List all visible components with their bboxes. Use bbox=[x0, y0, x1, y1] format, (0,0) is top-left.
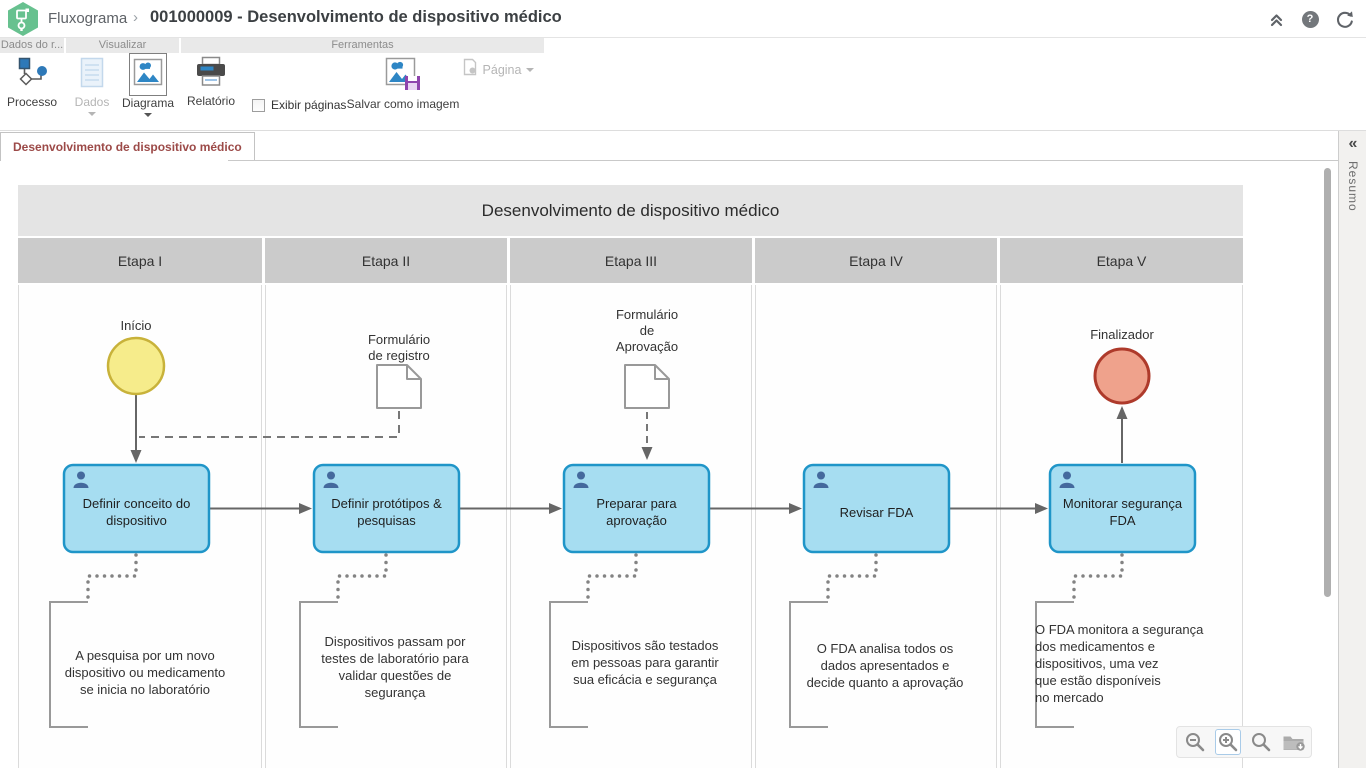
task1-label[interactable]: Definir conceito dodispositivo bbox=[66, 483, 207, 541]
rail-resumo-label[interactable]: Resumo bbox=[1346, 161, 1360, 212]
annotation-1: A pesquisa por um novo dispositivo ou me… bbox=[45, 647, 245, 698]
tab-strip: Desenvolvimento de dispositivo médico bbox=[0, 132, 1338, 161]
relatorio-label: Relatório bbox=[181, 94, 241, 108]
ribbon-group-dados-do-r: Dados do r... bbox=[0, 38, 64, 53]
processo-label: Processo bbox=[2, 95, 62, 109]
expand-panel-icon[interactable]: « bbox=[1339, 135, 1366, 153]
page-gear-icon bbox=[462, 58, 478, 81]
app-header: Fluxograma › 001000009 - Desenvolvimento… bbox=[0, 0, 1366, 38]
dropdown-caret-icon bbox=[526, 68, 534, 72]
summary-rail: « Resumo bbox=[1338, 131, 1366, 768]
processo-button[interactable]: Processo bbox=[2, 56, 62, 109]
dados-label: Dados bbox=[70, 95, 114, 109]
zoom-toolbar bbox=[1176, 726, 1312, 758]
pagina-button: Página bbox=[455, 58, 541, 81]
dados-button: Dados bbox=[70, 56, 114, 116]
dropdown-caret-icon bbox=[144, 113, 152, 117]
ribbon-group-ferramentas: Ferramentas bbox=[181, 38, 544, 53]
end-label: Finalizador bbox=[1032, 327, 1212, 343]
printer-icon bbox=[194, 76, 228, 93]
relatorio-button[interactable]: Relatório bbox=[181, 56, 241, 108]
task2-label[interactable]: Definir protótipos &pesquisas bbox=[316, 483, 457, 541]
start-label: Início bbox=[46, 318, 226, 334]
help-glyph: ? bbox=[1302, 11, 1319, 28]
flowchart: Desenvolvimento de dispositivo médico Et… bbox=[18, 185, 1243, 768]
annotation-4: O FDA analisa todos os dados apresentado… bbox=[785, 640, 985, 691]
doc2-label: Formulário de Aprovação bbox=[557, 307, 737, 355]
breadcrumb-separator-icon: › bbox=[133, 9, 138, 26]
app-logo-icon bbox=[8, 2, 38, 36]
tab-desenvolvimento[interactable]: Desenvolvimento de dispositivo médico bbox=[0, 132, 255, 161]
task5-label[interactable]: Monitorar segurançaFDA bbox=[1052, 483, 1193, 541]
help-icon[interactable]: ? bbox=[1300, 9, 1320, 29]
dropdown-caret-icon bbox=[88, 112, 96, 116]
exibir-paginas-checkbox[interactable]: Exibir páginas bbox=[252, 98, 346, 112]
zoom-icon[interactable] bbox=[1248, 729, 1274, 755]
salvar-label: Salvar como imagem bbox=[343, 97, 463, 111]
page-title: 001000009 - Desenvolvimento de dispositi… bbox=[150, 8, 562, 27]
tab-label: Desenvolvimento de dispositivo médico bbox=[13, 140, 242, 154]
doc1-label: Formulário de registro bbox=[309, 332, 489, 364]
open-folder-icon[interactable] bbox=[1281, 729, 1307, 755]
annotation-2: Dispositivos passam por testes de labora… bbox=[295, 633, 495, 701]
lane-header-etapa-1: Etapa I bbox=[18, 238, 262, 283]
salvar-como-imagem-button[interactable]: Salvar como imagem bbox=[343, 56, 463, 111]
process-flowchart-icon bbox=[16, 77, 48, 94]
ribbon: Dados do r... Visualizar Ferramentas Pro… bbox=[0, 38, 1366, 131]
exibir-paginas-label: Exibir páginas bbox=[271, 98, 346, 112]
image-diagram-icon bbox=[129, 53, 167, 96]
annotation-5: O FDA monitora a segurança dos medicamen… bbox=[1035, 621, 1245, 706]
lane-header-etapa-3: Etapa III bbox=[510, 238, 752, 283]
vertical-scrollbar-thumb[interactable] bbox=[1324, 168, 1331, 597]
ribbon-group-visualizar: Visualizar bbox=[66, 38, 179, 53]
annotation-3: Dispositivos são testados em pessoas par… bbox=[545, 637, 745, 688]
diagrama-button[interactable]: Diagrama bbox=[120, 53, 176, 117]
task4-label[interactable]: Revisar FDA bbox=[806, 483, 947, 541]
pool-title: Desenvolvimento de dispositivo médico bbox=[18, 185, 1243, 236]
collapse-up-icon[interactable] bbox=[1266, 9, 1286, 29]
task3-label[interactable]: Preparar paraaprovação bbox=[566, 483, 707, 541]
checkbox-icon[interactable] bbox=[252, 99, 265, 112]
breadcrumb-app[interactable]: Fluxograma bbox=[48, 10, 127, 27]
refresh-icon[interactable] bbox=[1334, 9, 1354, 29]
diagrama-label: Diagrama bbox=[120, 96, 176, 110]
zoom-in-icon[interactable] bbox=[1215, 729, 1241, 755]
zoom-out-icon[interactable] bbox=[1182, 729, 1208, 755]
save-image-icon bbox=[384, 79, 422, 96]
pagina-label: Página bbox=[483, 63, 522, 77]
lane-header-etapa-5: Etapa V bbox=[1000, 238, 1243, 283]
lane-header-etapa-2: Etapa II bbox=[265, 238, 507, 283]
lane-header-etapa-4: Etapa IV bbox=[755, 238, 997, 283]
data-list-icon bbox=[76, 77, 108, 94]
